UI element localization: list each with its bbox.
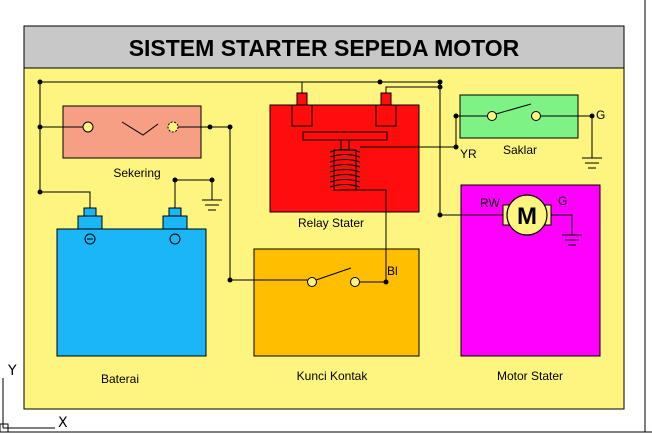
wire-label-g-saklar: G [596, 108, 605, 122]
positive-terminal-icon [169, 233, 181, 245]
motor-symbol-label: M [517, 203, 537, 230]
title-bar [23, 25, 625, 69]
kunci-kontak-label: Kunci Kontak [297, 369, 369, 383]
wire-label-rw: RW [480, 196, 500, 210]
sekering-box [62, 105, 202, 159]
wire-label-yr: YR [460, 147, 477, 161]
sekering-label: Sekering [113, 166, 160, 180]
wiring [39, 81, 593, 283]
relay-coil-icon [329, 149, 361, 191]
baterai-terminal-positive [162, 207, 188, 230]
wire-label-bl: Bl [387, 264, 398, 278]
wire-label-g-motor: G [558, 194, 567, 208]
kunci-kontak-box [253, 248, 420, 357]
ground-icon-saklar [582, 157, 602, 169]
saklar-label: Saklar [503, 143, 537, 157]
motor-icon [502, 194, 552, 236]
key-switch-icon [307, 267, 360, 287]
starter-switch-icon [487, 103, 541, 121]
ucs-axis-icon [0, 378, 55, 433]
motor-stater-label: Motor Stater [497, 369, 563, 383]
junction-dots [37, 79, 595, 285]
relay-label: Relay Stater [298, 216, 364, 230]
fuse-icon [82, 121, 179, 136]
axis-y-label: Y [7, 363, 17, 379]
ground-icon-motor [562, 234, 582, 246]
relay-terminal-left [291, 92, 313, 127]
axis-x-label: X [58, 415, 68, 431]
baterai-terminal-negative [77, 207, 103, 230]
page-title: SISTEM STARTER SEPEDA MOTOR [129, 35, 520, 61]
baterai-box [56, 228, 207, 357]
baterai-label: Baterai [101, 372, 139, 386]
ground-icon-baterai [202, 199, 222, 211]
minus-terminal-icon [84, 233, 96, 245]
